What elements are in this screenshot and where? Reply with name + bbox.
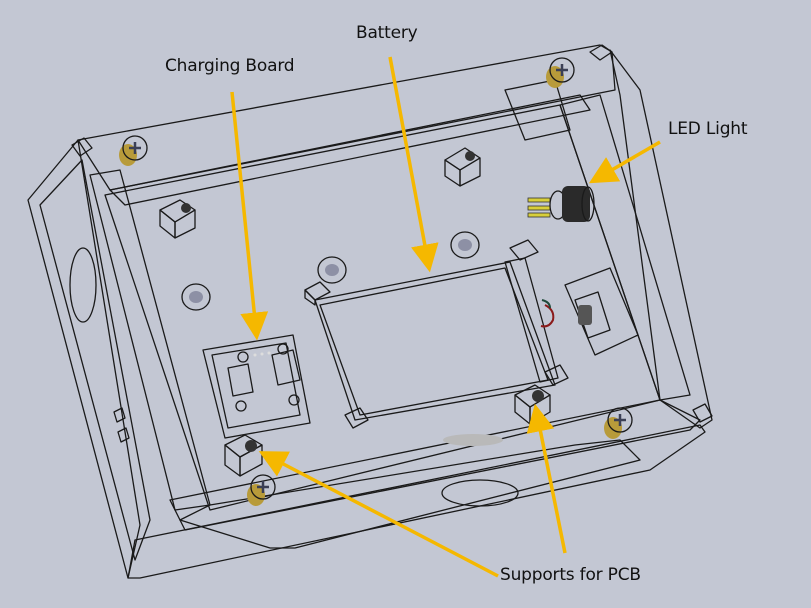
battery-tab [504, 257, 559, 383]
label-pcb-supports: Supports for PCB [500, 565, 641, 585]
corner-peg [71, 137, 93, 157]
corner-screw [604, 407, 633, 439]
led-light [527, 186, 595, 222]
label-led-light: LED Light [668, 119, 748, 139]
corner-peg [692, 403, 713, 423]
connector [271, 349, 301, 386]
battery-arrow [388, 56, 439, 273]
pcb-support-arrow-left [258, 451, 499, 578]
corner-screw [546, 57, 575, 88]
front-port-hole [441, 479, 519, 507]
vent-slot [113, 407, 126, 423]
corner-screw [247, 474, 276, 506]
label-charging-board: Charging Board [165, 56, 295, 76]
pcb-support-arrow-right [526, 403, 567, 554]
standoff [317, 256, 347, 284]
corner-screw [119, 135, 148, 166]
usb-port [227, 363, 254, 397]
front-port-shadow [443, 434, 503, 446]
charging-board-arrow [230, 91, 269, 341]
label-battery: Battery [356, 23, 418, 43]
pcb-support [224, 434, 263, 477]
charging-board [202, 334, 311, 439]
led-light-arrow [588, 140, 661, 184]
cube-support [444, 147, 481, 187]
enclosure-body [27, 44, 713, 579]
side-port-hole [69, 247, 97, 323]
cube-support [159, 199, 196, 239]
standoff [450, 231, 480, 259]
standoff [181, 283, 211, 311]
corner-peg [589, 44, 613, 61]
switch-mount [564, 267, 639, 356]
vent-slot [117, 427, 130, 443]
battery [304, 239, 569, 429]
